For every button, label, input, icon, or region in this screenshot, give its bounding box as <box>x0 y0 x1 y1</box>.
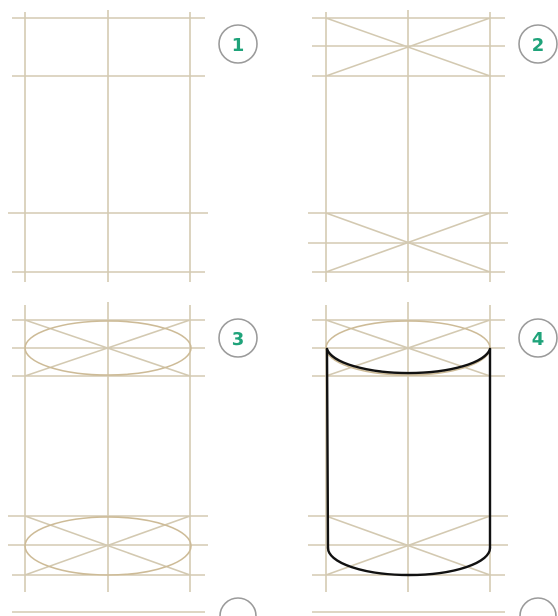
step-3-panel: 3 <box>8 302 257 592</box>
step-4-panel: 4 <box>308 302 557 592</box>
step-1-badge: 1 <box>219 25 257 63</box>
step-2-badge: 2 <box>519 25 557 63</box>
step-2-panel: 2 <box>308 10 557 282</box>
step-4-badge: 4 <box>519 319 557 357</box>
step-1-number: 1 <box>232 35 245 56</box>
step-4-number: 4 <box>532 329 545 350</box>
step-1-panel: 1 <box>8 10 257 282</box>
next-row-partial <box>12 598 556 616</box>
step-3-badge: 3 <box>219 319 257 357</box>
step-3-number: 3 <box>232 329 245 350</box>
step-2-number: 2 <box>532 35 545 56</box>
